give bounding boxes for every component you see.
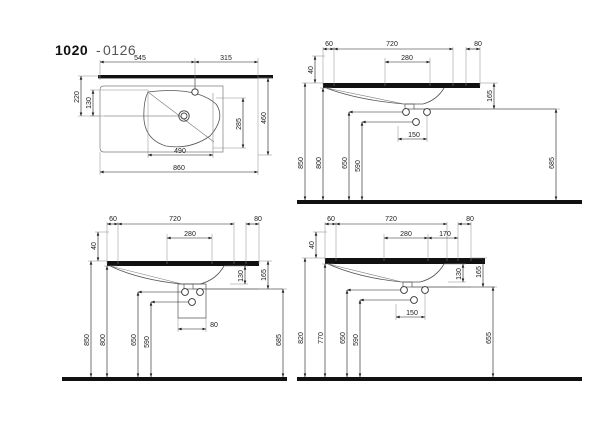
tr-waste-hole (412, 118, 420, 126)
plan-view: 545 315 220 130 285 460 490 860 (74, 55, 273, 175)
plan-dim-315-label: 315 (220, 55, 232, 62)
plan-dim-220-label: 220 (74, 91, 81, 103)
br-dim-40-label: 40 (309, 241, 316, 249)
bl-counter-slab (107, 261, 259, 266)
bl-dim-130-label: 130 (238, 270, 245, 282)
plan-dim-130-label: 130 (86, 97, 93, 109)
br-dim-655-label: 655 (486, 332, 493, 344)
br-dim-650-label: 650 (340, 332, 347, 344)
bl-dim-850-label: 850 (84, 334, 91, 346)
br-dim-165-label: 165 (476, 266, 483, 278)
tr-dim-800-label: 800 (316, 157, 323, 169)
bl-dim-40-label: 40 (91, 242, 98, 250)
bl-dim-685-label: 685 (276, 334, 283, 346)
br-supply-hole-left (400, 286, 408, 294)
title-variant: 0126 (103, 42, 136, 58)
tr-waste-outlet (404, 103, 415, 110)
bl-supply-hole-right (196, 288, 204, 296)
tr-dim-80-label: 80 (474, 41, 482, 48)
tr-bowl-slope (325, 87, 405, 105)
elevation-view-top-right: 60 720 80 280 40 165 150 850 800 650 (297, 41, 582, 204)
bl-dim-650-label: 650 (131, 334, 138, 346)
tr-dim-650-label: 650 (342, 157, 349, 169)
br-dim-130-label: 130 (456, 268, 463, 280)
elevation-view-bottom-left: 60 720 80 280 40 130 165 80 850 (62, 216, 287, 381)
bl-dim-80-top-label: 80 (254, 216, 262, 223)
bl-dim-280-label: 280 (184, 231, 196, 238)
br-dim-720-label: 720 (385, 216, 397, 223)
bl-dim-720-label: 720 (169, 216, 181, 223)
plan-dim-460-label: 460 (261, 112, 268, 124)
bl-dim-800-label: 800 (100, 334, 107, 346)
br-dim-770-label: 770 (318, 332, 325, 344)
plan-dim-860-label: 860 (173, 165, 185, 172)
tr-supply-hole-left (402, 108, 410, 116)
br-dim-820-label: 820 (298, 332, 305, 344)
bl-supply-hole-left (181, 288, 189, 296)
tr-dim-590-label: 590 (355, 160, 362, 172)
plan-bowl-outline (143, 90, 221, 148)
plan-basin-outline (99, 85, 224, 153)
tr-dim-165-label: 165 (487, 90, 494, 102)
bl-waste-hole (188, 298, 196, 306)
tr-dim-280-label: 280 (401, 55, 413, 62)
br-dim-80-label: 80 (466, 216, 474, 223)
tr-supply-hole-right (423, 108, 431, 116)
br-dim-280-label: 280 (400, 231, 412, 238)
plan-drain-inner (180, 112, 188, 120)
tr-floor-bar (297, 200, 582, 204)
bl-bowl-slope (109, 265, 183, 285)
tr-dim-40-label: 40 (308, 66, 315, 74)
br-dim-60-label: 60 (327, 216, 335, 223)
br-dim-590-label: 590 (353, 334, 360, 346)
title-separator: - (96, 42, 101, 58)
br-dim-170-label: 170 (439, 231, 451, 238)
bl-dim-80-bottom-label: 80 (210, 322, 218, 329)
bl-dim-590-label: 590 (144, 336, 151, 348)
br-floor-bar (297, 377, 582, 381)
title-code: 1020 (55, 42, 88, 58)
tr-counter-slab (323, 83, 480, 88)
elevation-view-bottom-right: 60 720 80 280 170 40 130 165 150 82 (297, 216, 582, 381)
plan-dim-285-label: 285 (236, 118, 243, 130)
br-dim-150-label: 150 (406, 310, 418, 317)
br-counter-slab (325, 258, 485, 264)
br-bowl-slope (327, 263, 403, 283)
bl-dim-165-label: 165 (261, 269, 268, 281)
br-waste-hole (410, 296, 418, 304)
br-supply-hole-right (421, 286, 429, 294)
tr-dim-850-label: 850 (298, 157, 305, 169)
bl-dim-60-label: 60 (109, 216, 117, 223)
bl-floor-bar (62, 377, 287, 381)
drawing-title: 1020 - 0126 (55, 42, 136, 58)
tr-dim-150-label: 150 (408, 132, 420, 139)
plan-dim-545-label: 545 (134, 55, 146, 62)
plan-dim-490-label: 490 (174, 148, 186, 155)
tr-dim-685-label: 685 (549, 157, 556, 169)
tr-dim-60-label: 60 (325, 41, 333, 48)
plan-wall-bar (98, 75, 273, 79)
tr-dim-720-label: 720 (386, 41, 398, 48)
br-waste-outlet (402, 281, 413, 288)
